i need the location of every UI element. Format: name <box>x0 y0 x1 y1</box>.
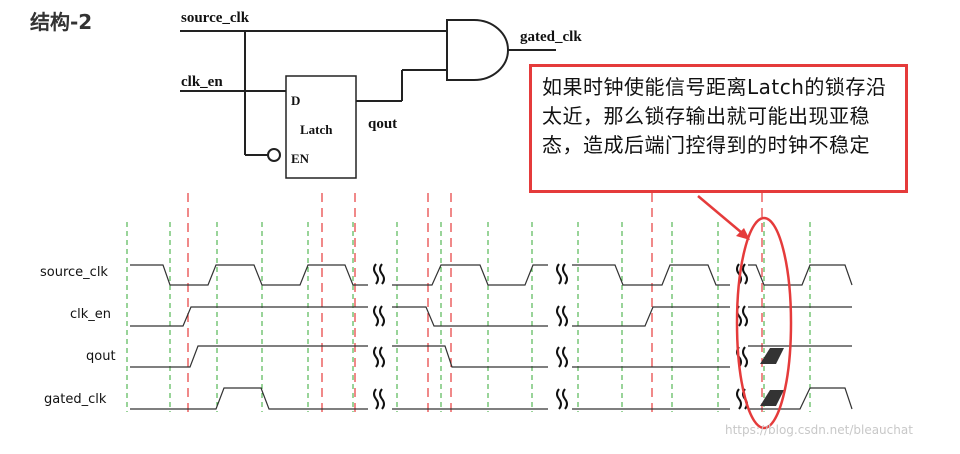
annotation-text: 如果时钟使能信号距离Latch的锁存沿太近，那么锁存输出就可能出现亚稳态，造成后… <box>542 75 887 157</box>
annotation-arrowhead <box>736 228 750 240</box>
page-title: 结构-2 <box>30 10 93 34</box>
break-squiggle <box>562 305 568 327</box>
break-squiggle <box>736 388 742 410</box>
break-squiggle <box>373 263 379 285</box>
break-squiggle <box>556 346 562 368</box>
qout-wave <box>130 345 852 368</box>
wave-label-gated-clk: gated_clk <box>44 392 107 407</box>
break-squiggle <box>562 346 568 368</box>
red-markers <box>187 193 763 412</box>
latch-title: Latch <box>300 122 333 137</box>
wave-label-qout: qout <box>86 349 116 364</box>
latch-box <box>285 75 357 179</box>
inversion-bubble <box>267 148 281 162</box>
gated-clk-label: gated_clk <box>520 29 582 45</box>
qout-label: qout <box>368 116 397 132</box>
break-squiggle <box>556 305 562 327</box>
break-squiggle <box>742 263 748 285</box>
clk-en-wave <box>130 306 852 327</box>
and-gate <box>446 19 509 81</box>
break-squiggle <box>742 346 748 368</box>
highlight-ellipse <box>735 216 793 430</box>
break-squiggle <box>379 305 385 327</box>
source-clk-label: source_clk <box>181 10 250 26</box>
break-squiggle <box>373 388 379 410</box>
metastable-qout <box>760 348 784 364</box>
source-clk-wave <box>130 264 853 286</box>
waveforms <box>130 264 853 410</box>
break-squiggle <box>742 305 748 327</box>
watermark: https://blog.csdn.net/bleauchat <box>725 423 913 437</box>
annotation-arrow <box>697 195 749 239</box>
break-squiggle <box>373 305 379 327</box>
annotation-box: 如果时钟使能信号距离Latch的锁存沿太近，那么锁存输出就可能出现亚稳态，造成后… <box>529 64 908 193</box>
clk-en-label: clk_en <box>181 74 223 90</box>
time-breaks <box>373 263 748 410</box>
wave-label-source-clk: source_clk <box>40 265 108 280</box>
latch-pin-d: D <box>291 93 300 108</box>
break-squiggle <box>379 388 385 410</box>
break-squiggle <box>556 388 562 410</box>
break-squiggle <box>562 263 568 285</box>
break-squiggle <box>379 263 385 285</box>
break-squiggle <box>373 346 379 368</box>
metastable-gated <box>760 390 784 406</box>
schematic <box>180 30 556 156</box>
break-squiggle <box>556 263 562 285</box>
green-gridlines <box>126 222 811 412</box>
break-squiggle <box>379 346 385 368</box>
break-squiggle <box>562 388 568 410</box>
gated-clk-wave <box>130 387 853 410</box>
latch-pin-en: EN <box>291 151 310 166</box>
wave-label-clk-en: clk_en <box>70 307 111 322</box>
